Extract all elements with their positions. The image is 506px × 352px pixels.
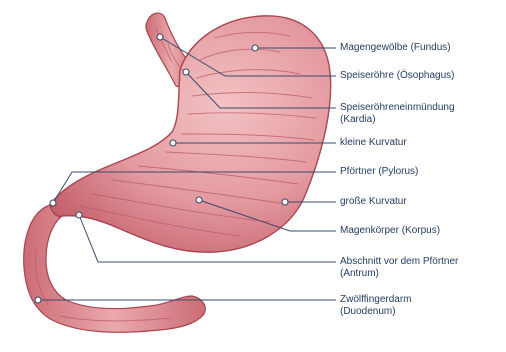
- label-korpus: Magenkörper (Korpus): [340, 225, 440, 237]
- label-kardia: Speiseröhreneinmündung (Kardia): [340, 102, 455, 126]
- marker-duodenum: [35, 297, 41, 303]
- label-antrum: Abschnitt vor dem Pförtner (Antrum): [340, 256, 458, 280]
- label-grosse-kurvatur: große Kurvatur: [340, 196, 407, 208]
- label-kleine-kurvatur-text: kleine Kurvatur: [340, 137, 407, 149]
- marker-antrum: [76, 212, 82, 218]
- label-antrum-line2: (Antrum): [340, 268, 458, 280]
- marker-oesophagus: [157, 34, 163, 40]
- label-pylorus: Pförtner (Pylorus): [340, 166, 418, 178]
- label-kardia-line2: (Kardia): [340, 114, 455, 126]
- marker-kleine-kurvatur: [170, 140, 176, 146]
- label-duodenum: Zwölffingerdarm (Duodenum): [340, 294, 412, 318]
- label-korpus-text: Magenkörper (Korpus): [340, 225, 440, 237]
- label-kardia-line1: Speiseröhreneinmündung: [340, 102, 455, 114]
- label-oesophagus: Speiseröhre (Ösophagus): [340, 70, 455, 82]
- label-fundus-text: Magengewölbe (Fundus): [340, 42, 451, 54]
- marker-grosse-kurvatur: [282, 199, 288, 205]
- label-antrum-line1: Abschnitt vor dem Pförtner: [340, 256, 458, 268]
- marker-fundus: [252, 45, 258, 51]
- marker-kardia: [183, 69, 189, 75]
- marker-pylorus: [50, 200, 56, 206]
- marker-korpus: [196, 197, 202, 203]
- label-kleine-kurvatur: kleine Kurvatur: [340, 137, 407, 149]
- label-duodenum-line1: Zwölffingerdarm: [340, 294, 412, 306]
- label-oesophagus-text: Speiseröhre (Ösophagus): [340, 70, 455, 82]
- label-fundus: Magengewölbe (Fundus): [340, 42, 451, 54]
- label-duodenum-line2: (Duodenum): [340, 306, 412, 318]
- label-pylorus-text: Pförtner (Pylorus): [340, 166, 418, 178]
- label-grosse-kurvatur-text: große Kurvatur: [340, 196, 407, 208]
